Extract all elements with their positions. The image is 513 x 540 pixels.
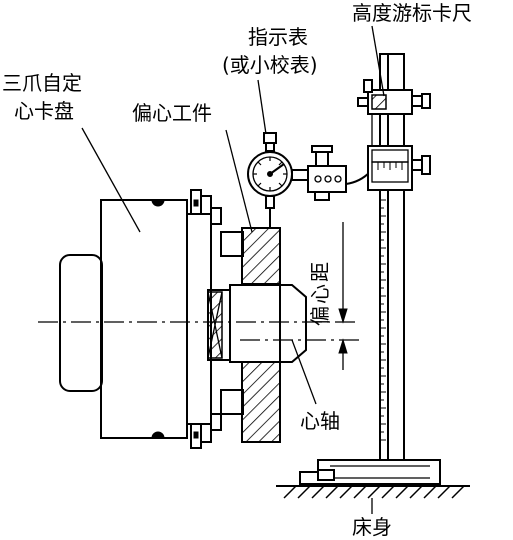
gauge-scale	[380, 199, 386, 441]
label-lathe-bed: 床身	[352, 515, 392, 539]
label-eccentricity: 偏 心 距	[308, 262, 332, 326]
indicator-holder	[307, 145, 371, 201]
chuck-bolt-top	[151, 199, 165, 207]
label-chuck-line1: 三爪自定	[2, 71, 82, 95]
mandrel-shaft	[207, 284, 307, 363]
leader-chuck	[81, 127, 141, 233]
leader-indicator	[257, 79, 267, 135]
label-indicator-line2: (或小校表)	[222, 53, 318, 77]
leader-lines	[81, 25, 385, 514]
label-eccentricity-char3: 距	[308, 262, 332, 282]
height-vernier-gauge	[299, 53, 441, 485]
label-height-gauge: 高度游标卡尺	[352, 1, 472, 25]
label-eccentricity-char1: 偏	[308, 306, 332, 326]
chuck-jaw-top	[190, 189, 222, 225]
label-eccentricity-char2: 心	[308, 284, 332, 304]
lathe-bed-ground	[276, 485, 470, 499]
leader-workpiece	[225, 129, 253, 233]
label-chuck-line2: 心卡盘	[14, 99, 74, 123]
chuck-bolt-bottom	[151, 431, 165, 439]
gauge-fine-adjust-clamp	[357, 79, 431, 146]
label-mandrel: 心轴	[300, 409, 340, 433]
eccentricity-dimension	[338, 222, 348, 370]
label-indicator-line1: 指示表	[248, 25, 308, 49]
chuck-jaw-inner-bottom	[220, 389, 244, 415]
gauge-slider	[367, 145, 431, 191]
dial-indicator	[247, 132, 309, 228]
chuck-jaw-bottom	[190, 413, 222, 449]
chuck-back-boss	[59, 254, 103, 392]
eccentric-workpiece	[241, 227, 281, 443]
leader-height-gauge	[371, 25, 385, 97]
gauge-base	[299, 459, 441, 485]
leader-mandrel	[291, 339, 317, 405]
label-workpiece: 偏心工件	[132, 101, 212, 125]
chuck-jaw-inner-top	[220, 231, 244, 257]
three-jaw-chuck	[59, 189, 244, 449]
chuck-body	[100, 199, 188, 439]
